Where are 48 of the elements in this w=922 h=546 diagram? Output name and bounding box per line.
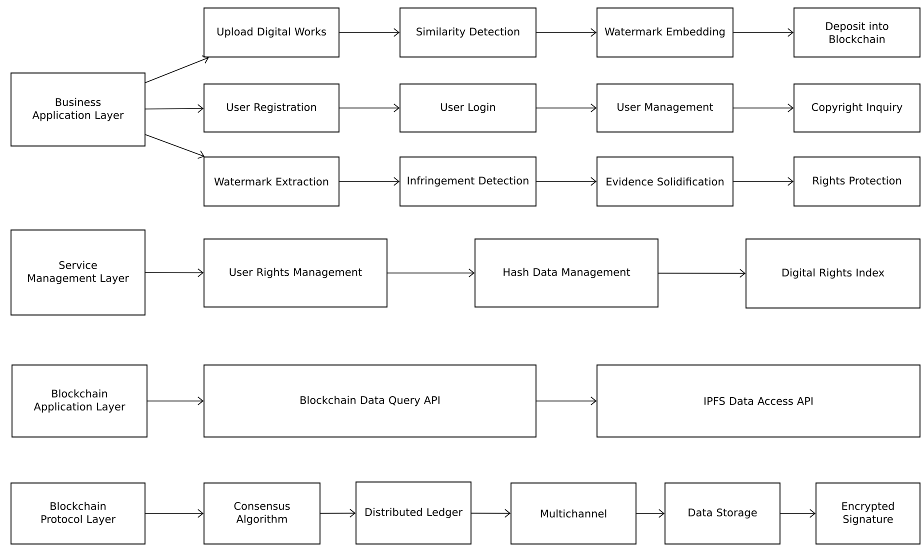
- arrow: [339, 177, 400, 186]
- arrow: [536, 28, 597, 37]
- process-box: Digital Rights Index: [746, 238, 920, 308]
- arrow: [636, 509, 665, 518]
- process-box: User Login: [400, 84, 536, 132]
- arrow: [320, 508, 356, 518]
- arrow: [471, 508, 511, 518]
- process-box: Blockchain Data Query API: [204, 364, 536, 438]
- arrow: [145, 104, 204, 113]
- process-box: Data Storage: [664, 482, 780, 544]
- layer-box: Business Application Layer: [10, 72, 146, 146]
- process-box: Evidence Solidification: [596, 156, 734, 206]
- arrow: [145, 509, 204, 518]
- arrow: [145, 134, 204, 159]
- process-box: Infringement Detection: [400, 156, 536, 206]
- process-box: User Rights Management: [204, 238, 388, 308]
- process-box: Copyright Inquiry: [794, 84, 920, 132]
- process-box: Consensus Algorithm: [204, 482, 320, 544]
- arrow: [145, 268, 204, 278]
- layer-box: Blockchain Application Layer: [12, 364, 148, 438]
- process-box: Watermark Embedding: [596, 8, 734, 58]
- layer-box: Service Management Layer: [10, 230, 146, 316]
- arrow: [339, 104, 400, 112]
- arrow: [733, 177, 794, 186]
- process-box: Multichannel: [510, 482, 636, 544]
- process-box: User Management: [596, 84, 734, 132]
- arrow: [733, 28, 794, 37]
- arrow: [536, 104, 597, 112]
- process-box: User Registration: [204, 84, 340, 132]
- process-box: Similarity Detection: [400, 8, 536, 58]
- arrow: [145, 55, 209, 84]
- arrow: [147, 396, 204, 406]
- layer-box: Blockchain Protocol Layer: [10, 482, 146, 544]
- arrow: [658, 268, 746, 278]
- arrow: [536, 396, 597, 406]
- process-box: Upload Digital Works: [204, 8, 340, 58]
- process-box: Watermark Extraction: [204, 156, 340, 206]
- arrow: [339, 28, 400, 37]
- arrow: [780, 509, 816, 518]
- process-box: Rights Protection: [794, 156, 920, 206]
- process-box: Hash Data Management: [474, 238, 658, 308]
- process-box: IPFS Data Access API: [596, 364, 920, 438]
- process-box: Distributed Ledger: [356, 482, 472, 544]
- process-box: Encrypted Signature: [816, 482, 920, 544]
- arrow: [387, 268, 475, 278]
- process-box: Deposit into Blockchain: [794, 8, 920, 58]
- arrow: [733, 104, 794, 112]
- arrow: [536, 177, 597, 186]
